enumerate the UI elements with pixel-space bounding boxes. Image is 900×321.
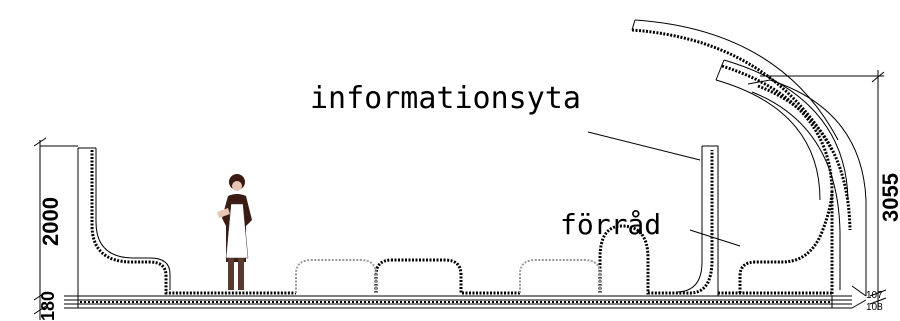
- dimension-left: [33, 137, 78, 320]
- base-slab: [64, 295, 852, 309]
- leader-lines: [587, 131, 741, 247]
- label-forrad: förråd: [560, 208, 661, 241]
- person-figure: [217, 174, 252, 290]
- dim-2000: 2000: [38, 197, 63, 246]
- dim-180: 180: [38, 291, 58, 321]
- dim-3055: 3055: [878, 173, 900, 222]
- floor-profile: [77, 145, 834, 296]
- label-informationsyta: informationsyta: [310, 81, 581, 116]
- roof-shell: [631, 19, 867, 296]
- dim-108: 108: [866, 302, 883, 313]
- dimension-right: [760, 70, 887, 310]
- faint-profile: [295, 259, 601, 293]
- dim-107: 107: [866, 290, 883, 301]
